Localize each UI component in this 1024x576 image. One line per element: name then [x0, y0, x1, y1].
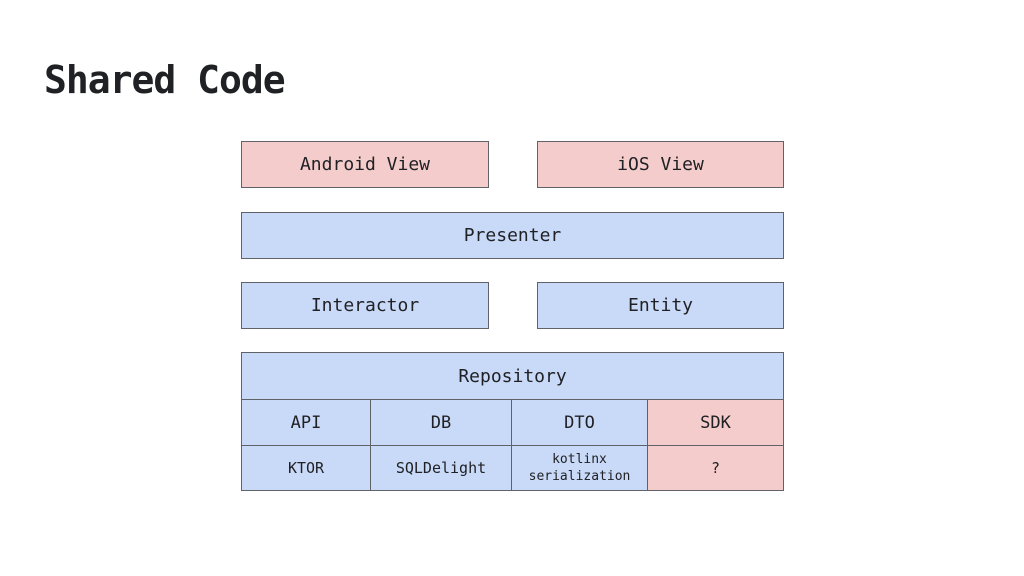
dto-label: DTO — [564, 412, 595, 433]
sqldelight-label: SQLDelight — [395, 459, 487, 477]
api-label: API — [290, 412, 322, 433]
serialization-label: serialization — [528, 469, 631, 484]
repository-label: Repository — [458, 365, 567, 387]
sdk-impl-cell: ? — [647, 445, 784, 491]
android-view-label: Android View — [299, 154, 431, 175]
db-cell: DB — [370, 399, 512, 446]
sqldelight-cell: SQLDelight — [370, 445, 512, 491]
sdk-cell: SDK — [647, 399, 784, 446]
android-view-box: Android View — [241, 141, 489, 188]
ios-view-box: iOS View — [537, 141, 784, 188]
interactor-label: Interactor — [310, 295, 420, 316]
kotlinx-label: kotlinx — [552, 452, 607, 467]
ios-view-label: iOS View — [617, 154, 704, 175]
kotlinx-serialization-cell: kotlinx serialization — [511, 445, 648, 491]
dto-cell: DTO — [511, 399, 648, 446]
ktor-cell: KTOR — [241, 445, 371, 491]
entity-box: Entity — [537, 282, 784, 329]
sdk-impl-label: ? — [710, 459, 721, 477]
db-label: DB — [430, 412, 452, 433]
interactor-box: Interactor — [241, 282, 489, 329]
api-cell: API — [241, 399, 371, 446]
repository-box: Repository — [241, 352, 784, 400]
ktor-label: KTOR — [287, 459, 325, 477]
entity-label: Entity — [627, 295, 694, 316]
presenter-box: Presenter — [241, 212, 784, 259]
sdk-label: SDK — [700, 412, 731, 433]
presenter-label: Presenter — [463, 225, 562, 246]
page-title: Shared Code — [44, 58, 286, 102]
